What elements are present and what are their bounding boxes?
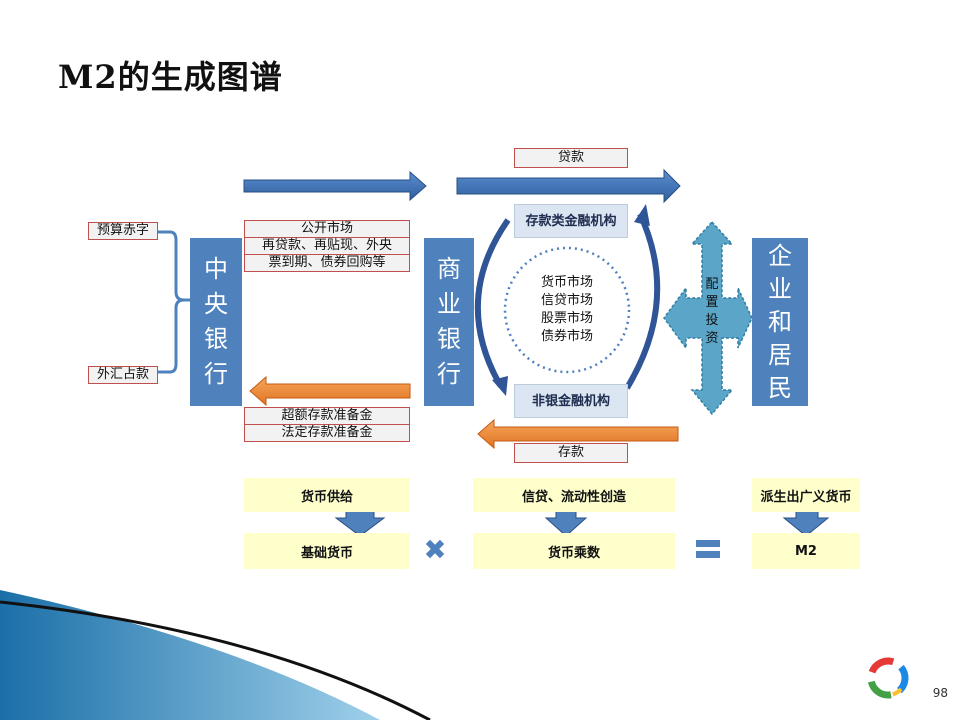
vertical-char: 商 [437,255,461,283]
vertical-char: 银 [204,325,228,353]
arrow-down-icon [544,507,588,537]
vertical-char: 银 [437,325,461,353]
commercial-bank-box: 商业银行 [424,238,474,406]
deposit-institutions-box: 存款类金融机构 [514,204,628,238]
vertical-char: 民 [768,373,792,402]
arrow-left-icon [249,375,411,407]
four-way-arrow-icon [663,220,753,416]
central-bank-box: 中央银行 [190,238,242,406]
cycle-arrowhead-icon [634,204,650,226]
excess-reserve-item: 超额存款准备金 [244,407,410,425]
budget-deficit-label: 预算赤字 [88,222,158,240]
equals-icon [696,540,720,558]
vertical-char: 央 [204,290,228,318]
bond-market: 债券市场 [540,329,593,344]
money-supply-box: 货币供给 [244,478,410,512]
vertical-char: 置 [705,295,719,310]
fx-reserve-label: 外汇占款 [88,366,158,384]
cycle-arrow-left [474,218,511,387]
enterprises-label: 企业和居民 [768,240,792,405]
derived-money-box: 派生出广义货币 [752,478,860,512]
vertical-char: 配 [705,277,719,292]
multiply-icon [425,539,445,559]
vertical-char: 行 [437,360,461,388]
commercial-bank-label: 商业银行 [437,252,461,392]
arrow-right-icon [456,168,681,204]
vertical-char: 和 [768,307,792,336]
credit-creation-box: 信贷、流动性创造 [473,478,675,512]
nonbank-institutions-box: 非银金融机构 [514,384,628,418]
brace-connector [158,230,190,374]
open-market-item: 公开市场 [244,220,410,238]
wave-line [0,600,431,720]
stock-market: 股票市场 [540,311,593,326]
m2-box: M2 [752,533,860,569]
required-reserve-item: 法定存款准备金 [244,425,410,442]
vertical-char: 业 [768,274,792,303]
vertical-char: 中 [204,255,228,283]
repo-item: 票到期、债券回购等 [244,254,410,272]
cycle-arrowhead-icon [492,376,508,396]
refinance-item: 再贷款、再贴现、外央 [244,238,410,254]
money-market: 货币市场 [540,275,593,290]
central-bank-label: 中央银行 [204,252,228,392]
vertical-char: 投 [705,313,719,328]
enterprises-box: 企业和居民 [752,238,808,406]
wave-decoration [0,590,380,720]
arrow-down-icon [334,507,386,537]
allocation-label: 配置投资 [700,276,724,348]
vertical-char: 企 [768,241,792,270]
arrow-right-icon [243,170,427,202]
loan-label: 贷款 [514,148,628,168]
page-title: M2的生成图谱 [58,58,283,96]
credit-market: 信贷市场 [540,293,593,308]
arrow-left-icon [477,418,679,450]
cycle-arrow-right [624,212,661,390]
vertical-char: 资 [705,331,719,346]
vertical-char: 行 [204,360,228,388]
cb-tools-top: 公开市场 再贷款、再贴现、外央 票到期、债券回购等 [244,220,410,272]
page-number: 98 [932,686,948,700]
money-multiplier-box: 货币乘数 [473,533,675,569]
logo-icon [867,657,909,699]
vertical-char: 业 [437,290,461,318]
cb-tools-bottom: 超额存款准备金 法定存款准备金 [244,407,410,442]
markets-list: 货币市场 信贷市场 股票市场 债券市场 [517,274,617,346]
deposit-label: 存款 [514,443,628,463]
arrow-down-icon [782,507,830,537]
base-money-box: 基础货币 [244,533,410,569]
vertical-char: 居 [768,340,792,369]
market-circle [503,246,631,374]
